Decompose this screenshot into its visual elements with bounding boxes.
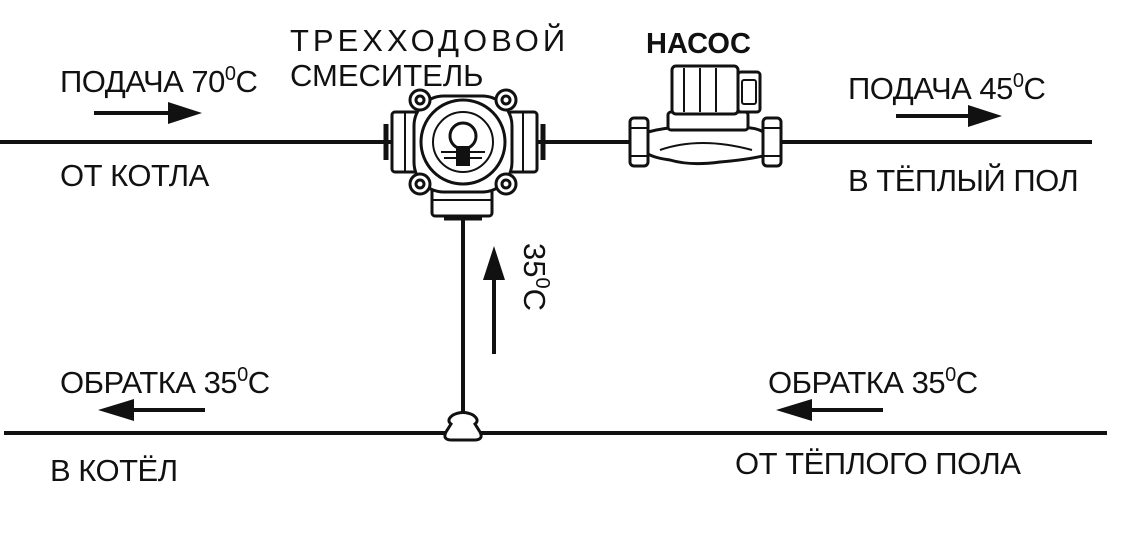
supply-in-source: ОТ КОТЛА [60,158,209,193]
bypass-temp: 350С [517,243,553,311]
return-left-destination: В КОТЁЛ [50,453,178,488]
supply-in-temp: ПОДАЧА 700С [60,63,258,99]
mixer-title-line2: СМЕСИТЕЛЬ [290,58,484,93]
return-right-source: ОТ ТЁПЛОГО ПОЛА [735,446,1021,481]
supply-in-arrow [94,102,202,124]
three-way-mixer [383,88,546,221]
supply-out-arrow [896,105,1002,127]
mixer-title-line1: ТРЕХХОДОВОЙ [290,23,570,58]
return-left-arrow [98,399,205,421]
tee-fitting [443,411,483,442]
circulation-pump [628,64,783,168]
return-right-temp: ОБРАТКА 350С [768,364,978,400]
supply-out-temp: ПОДАЧА 450С [848,70,1046,106]
supply-out-destination: В ТЁПЛЫЙ ПОЛ [848,163,1079,198]
return-right-arrow [776,399,883,421]
pump-title: НАСОС [646,28,751,60]
return-left-temp: ОБРАТКА 350С [60,364,270,400]
bypass-arrow [483,246,505,354]
